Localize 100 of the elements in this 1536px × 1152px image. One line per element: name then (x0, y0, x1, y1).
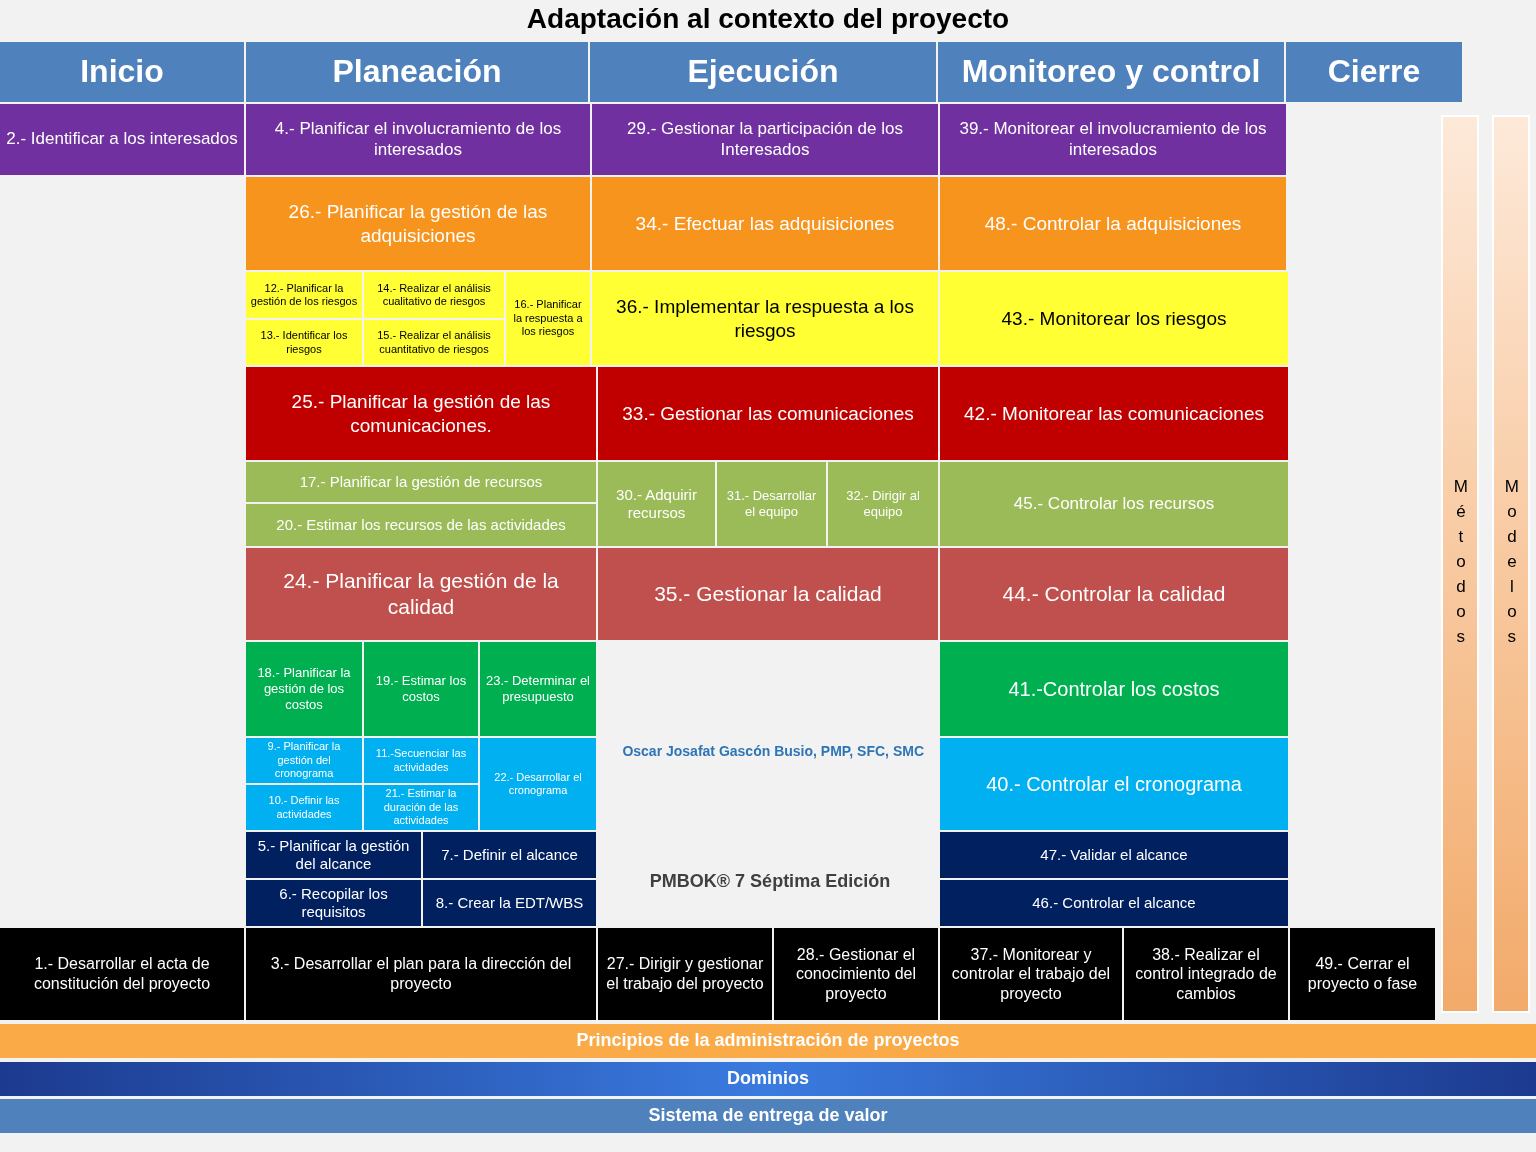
band-label: Principios de la administración de proyectos (576, 1030, 960, 1052)
process-box (364, 738, 478, 783)
phase-title: Planeación (332, 52, 502, 92)
process-box (246, 880, 421, 926)
process-box (774, 928, 938, 1020)
process-name: 6.- Recopilar los requisitos (278, 884, 389, 922)
process-box (246, 548, 596, 640)
process-box (828, 462, 938, 546)
process-name: 22.- Desarrollar el cronograma (493, 770, 583, 798)
process-box (592, 104, 938, 175)
process-box (246, 832, 421, 878)
process-name: 20.- Estimar los recursos de las actividades (276, 515, 566, 535)
process-box (246, 504, 596, 546)
process-name: 14.- Realizar el análisis cualitativo de riesgos (376, 281, 492, 309)
process-name: 44.- Controlar la calidad (1002, 581, 1226, 607)
process-box (940, 272, 1288, 365)
process-name: 9.- Planificar la gestión del cronograma (266, 740, 342, 781)
process-name: 35.- Gestionar la calidad (654, 581, 882, 607)
process-name: 5.- Planificar la gestión del alcance (256, 836, 411, 874)
process-name: 12.- Planificar la gestión de los riesgos (250, 281, 358, 309)
process-box (940, 832, 1288, 878)
phase-title: Ejecución (687, 52, 839, 92)
phase-title: Cierre (1327, 52, 1421, 92)
horizontal-band (0, 1099, 1536, 1133)
process-box (246, 367, 596, 460)
process-name: 18.- Planificar la gestión de los costos (256, 665, 352, 713)
phase-header (938, 42, 1284, 102)
process-box (480, 738, 596, 830)
process-name: 42.- Monitorear las comunicaciones (964, 401, 1264, 426)
process-name: 26.- Planificar la gestión de las adquisiciones (287, 200, 549, 247)
process-box (940, 642, 1288, 736)
process-box (364, 320, 504, 365)
process-box (598, 548, 938, 640)
process-name: 1.- Desarrollar el acta de constitución del proyecto (32, 954, 212, 994)
edition-note: PMBOK® 7 Séptima Edición (649, 871, 891, 891)
author-credit: Oscar Josafat Gascón Busio, PMP, SFC, SMC (622, 743, 924, 759)
process-name: 39.- Monitorear el involucramiento de los interesados (958, 118, 1268, 161)
process-box (246, 104, 590, 175)
phase-header (246, 42, 588, 102)
band-label: Modelos (1501, 476, 1522, 652)
process-box (592, 272, 938, 365)
process-name: 17.- Planificar la gestión de recursos (299, 472, 543, 492)
process-box (364, 272, 504, 318)
process-name: 27.- Dirigir y gestionar el trabajo del proyecto (605, 954, 765, 994)
process-box (246, 928, 596, 1020)
process-name: 29.- Gestionar la participación de los Interesados (626, 118, 904, 161)
process-box (506, 272, 590, 365)
process-box (364, 785, 478, 830)
process-name: 41.-Controlar los costos (1008, 676, 1220, 702)
process-name: 3.- Desarrollar el plan para la dirección del proyecto (269, 954, 573, 994)
process-box (246, 462, 596, 502)
process-box (423, 880, 596, 926)
process-name: 8.- Crear la EDT/WBS (435, 893, 584, 913)
phase-title: Inicio (80, 52, 164, 92)
process-name: 13.- Identificar los riesgos (259, 329, 349, 356)
process-box (364, 642, 478, 736)
process-box (940, 462, 1288, 546)
phase-title: Monitoreo y control (961, 52, 1261, 92)
process-name: 21.- Estimar la duración de las actividades (382, 787, 460, 828)
band-label: Métodos (1450, 476, 1471, 652)
process-name: 7.- Definir el alcance (441, 845, 578, 865)
process-box (598, 367, 938, 460)
process-box (246, 785, 362, 830)
process-name: 43.- Monitorear los riesgos (1001, 306, 1227, 331)
process-name: 19.- Estimar los costos (374, 673, 468, 705)
process-box (598, 928, 772, 1020)
vertical-band (1492, 115, 1530, 1013)
process-box (940, 177, 1286, 270)
process-box (1124, 928, 1288, 1020)
process-box (0, 104, 244, 175)
process-box (246, 738, 362, 783)
process-box (592, 177, 938, 270)
process-name: 47.- Validar el alcance (1040, 845, 1188, 865)
phase-header (590, 42, 936, 102)
process-box (1290, 928, 1435, 1020)
process-name: 36.- Implementar la respuesta a los riesgos (615, 295, 915, 342)
process-box (940, 880, 1288, 926)
phase-header (0, 42, 244, 102)
process-name: 33.- Gestionar las comunicaciones (622, 401, 914, 426)
process-name: 45.- Controlar los recursos (1013, 493, 1215, 515)
process-name: 48.- Controlar la adquisiciones (984, 211, 1242, 236)
process-name: 49.- Cerrar el proyecto o fase (1306, 954, 1419, 994)
horizontal-band (0, 1024, 1536, 1058)
process-name: 25.- Planificar la gestión de las comunicaciones. (290, 390, 552, 437)
process-name: 34.- Efectuar las adquisiciones (635, 211, 895, 236)
band-label: Dominios (727, 1068, 809, 1090)
band-label: Sistema de entrega de valor (648, 1105, 888, 1127)
process-name: 4.- Planificar el involucramiento de los interesados (273, 118, 563, 161)
process-name: 38.- Realizar el control integrado de cambios (1134, 944, 1278, 1004)
process-name: 10.- Definir las actividades (267, 794, 341, 821)
process-name: 23.- Determinar el presupuesto (484, 673, 591, 705)
process-name: 15.- Realizar el análisis cuantitativo de riesgos (376, 329, 492, 356)
process-name: 37.- Monitorear y controlar el trabajo del proyecto (950, 944, 1112, 1004)
process-name: 40.- Controlar el cronograma (986, 771, 1242, 797)
process-box (246, 272, 362, 318)
process-box (940, 928, 1122, 1020)
process-box (940, 738, 1288, 830)
phase-header (1286, 42, 1462, 102)
diagram-title: Adaptación al contexto del proyecto (526, 3, 1010, 34)
process-box (598, 462, 715, 546)
